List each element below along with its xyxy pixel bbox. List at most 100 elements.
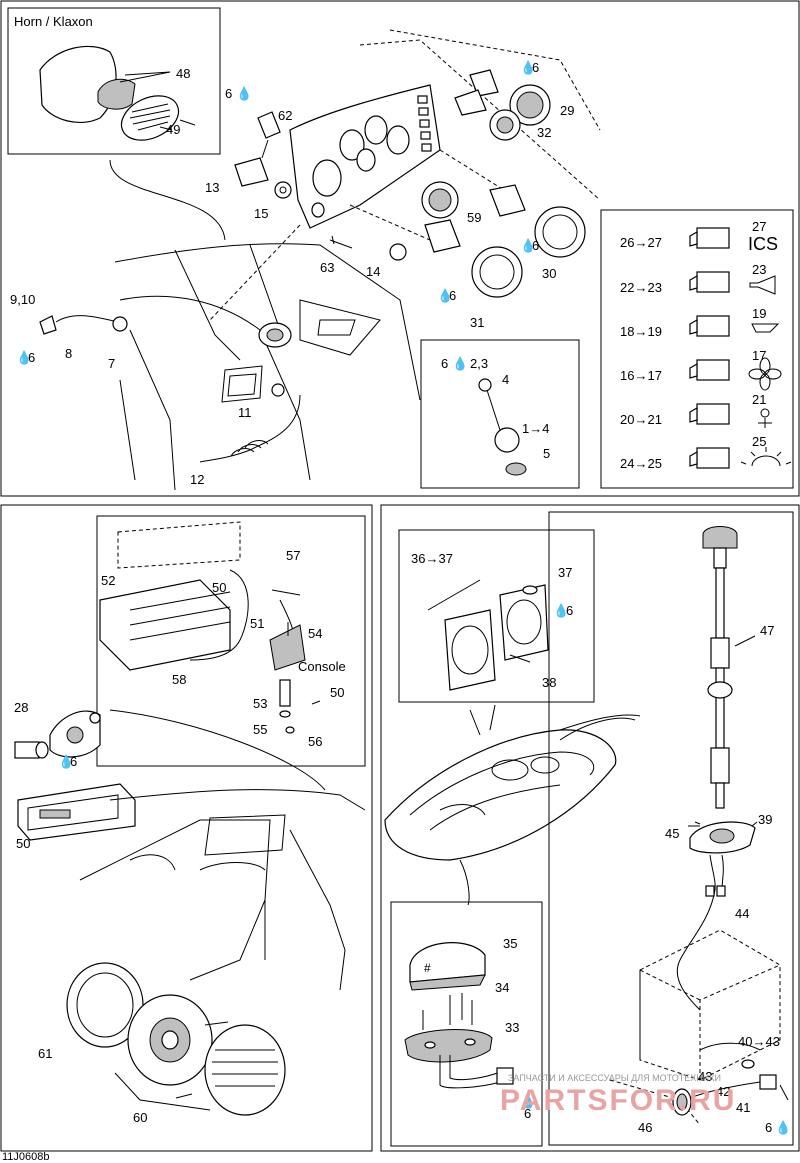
callout-39: 39 bbox=[758, 812, 772, 827]
callout-23: 23 bbox=[752, 262, 766, 277]
callout-42: 42 bbox=[716, 1084, 730, 1099]
horn-leader-line bbox=[109, 159, 226, 241]
callout-63: 63 bbox=[320, 260, 334, 275]
watermark-small: ЗАПЧАСТИ И АКСЕССУАРЫ ДЛЯ МОТОТЕХНИКИ bbox=[508, 1073, 721, 1083]
callout-9-10: 9,10 bbox=[10, 292, 35, 307]
callout-6-13: 6 bbox=[225, 86, 232, 101]
callout-49: 49 bbox=[166, 122, 180, 137]
boat-to-pole-leader bbox=[559, 714, 641, 731]
callout-41: 41 bbox=[736, 1100, 750, 1115]
drop-icon-13: 💧 bbox=[236, 86, 252, 101]
boat-drawing bbox=[384, 704, 636, 906]
diagram-code: 11J0608b bbox=[2, 1151, 50, 1163]
callout-4: 4 bbox=[502, 372, 509, 387]
dashboard-drawing bbox=[114, 243, 421, 491]
callout-7: 7 bbox=[108, 356, 115, 371]
callout-15: 15 bbox=[254, 206, 268, 221]
speaker-60 bbox=[114, 994, 286, 1116]
socket-39 bbox=[689, 821, 758, 854]
bottom-right-panel-frame bbox=[380, 504, 800, 1152]
callout-35: 35 bbox=[503, 936, 517, 951]
watermark-large: PARTSFOR.RU bbox=[500, 1084, 736, 1117]
cable-12 bbox=[199, 383, 301, 463]
knob-14 bbox=[389, 243, 407, 261]
drop-icon-33: 💧 bbox=[520, 1094, 536, 1109]
horn-icon bbox=[749, 275, 776, 295]
bottom-left-panel-frame bbox=[0, 504, 373, 1152]
drop-icon-36: 💧 bbox=[553, 603, 569, 618]
drop-icon-40: 💧 bbox=[775, 1120, 791, 1135]
callout-20-21: 20→21 bbox=[620, 412, 662, 427]
callout-32: 32 bbox=[537, 125, 551, 140]
console-label: Console bbox=[298, 659, 346, 674]
callout-60: 60 bbox=[133, 1110, 147, 1125]
callout-26-27: 26→27 bbox=[620, 235, 662, 250]
gauge-59 bbox=[421, 181, 459, 219]
callout-43: 43 bbox=[698, 1069, 712, 1084]
callout-27: 27 bbox=[752, 219, 766, 234]
callout-13: 13 bbox=[205, 180, 219, 195]
key-lanyard-8 bbox=[39, 315, 128, 335]
instrument-panel-62 bbox=[289, 84, 441, 229]
callout-6-8: 6 bbox=[28, 350, 35, 365]
callout-6-sensor: 6 bbox=[441, 356, 448, 371]
callout-51: 51 bbox=[250, 616, 264, 631]
callout-47: 47 bbox=[760, 623, 774, 638]
stern-light-inset-box bbox=[548, 511, 794, 1146]
horn-box-title: Horn / Klaxon bbox=[14, 14, 93, 29]
screw-63 bbox=[329, 235, 353, 249]
callout-45: 45 bbox=[665, 826, 679, 841]
callout-19: 19 bbox=[752, 306, 766, 321]
callout-17: 17 bbox=[752, 348, 766, 363]
bezel-inset-box bbox=[398, 529, 595, 703]
fan-icon bbox=[748, 357, 782, 391]
drop-icon-sensor: 💧 bbox=[452, 356, 468, 371]
drop-icon-29: 💧 bbox=[520, 60, 536, 75]
callout-61: 61 bbox=[38, 1046, 52, 1061]
callout-50c: 50 bbox=[16, 836, 30, 851]
callout-1-4: 1→4 bbox=[522, 421, 549, 436]
switch-legend: 26→27 27 ICS 22→23 23 18→19 19 16→17 17 … bbox=[620, 219, 792, 471]
callout-30: 30 bbox=[542, 266, 556, 281]
callout-58: 58 bbox=[172, 672, 186, 687]
drop-icon-8: 💧 bbox=[16, 350, 32, 365]
switch-13 bbox=[234, 111, 292, 199]
callout-11: 11 bbox=[238, 405, 252, 420]
drop-icon-31: 💧 bbox=[437, 288, 453, 303]
callout-52: 52 bbox=[101, 573, 115, 588]
callout-33: 33 bbox=[505, 1020, 519, 1035]
callout-6-31: 6 bbox=[449, 288, 456, 303]
callout-28: 28 bbox=[14, 700, 28, 715]
callout-59: 59 bbox=[467, 210, 481, 225]
stern-light-pole-47 bbox=[702, 526, 756, 809]
harness-44 bbox=[676, 854, 726, 1011]
callout-34: 34 bbox=[495, 980, 509, 995]
radio-drawing bbox=[99, 521, 321, 734]
trim-icon bbox=[751, 323, 780, 333]
drop-icon-28: 💧 bbox=[58, 754, 74, 769]
callout-24-25: 24→25 bbox=[620, 456, 662, 471]
callout-21: 21 bbox=[752, 392, 766, 407]
radio-inset-box bbox=[96, 515, 366, 767]
callout-50b: 50 bbox=[330, 685, 344, 700]
gauge-31 bbox=[424, 219, 523, 298]
callout-54: 54 bbox=[308, 626, 322, 641]
callout-2-3: 2,3 bbox=[470, 356, 488, 371]
callout-36-37: 36→37 bbox=[411, 551, 453, 566]
gauge-29 bbox=[454, 69, 551, 126]
nav-light-drawing: # bbox=[404, 942, 514, 1089]
callout-29: 29 bbox=[560, 103, 574, 118]
callout-16-17: 16→17 bbox=[620, 368, 662, 383]
bezel-drawing bbox=[427, 579, 549, 691]
socket-28 bbox=[14, 710, 101, 759]
radio-50 bbox=[17, 783, 136, 841]
harness-40-43 bbox=[672, 1042, 789, 1116]
callout-5: 5 bbox=[543, 446, 550, 461]
gauge-32 bbox=[489, 109, 521, 141]
navigation-light-icon bbox=[740, 447, 792, 467]
drop-icon-30: 💧 bbox=[520, 238, 536, 253]
callout-8: 8 bbox=[65, 346, 72, 361]
callout-14: 14 bbox=[366, 264, 380, 279]
callout-25: 25 bbox=[752, 434, 766, 449]
